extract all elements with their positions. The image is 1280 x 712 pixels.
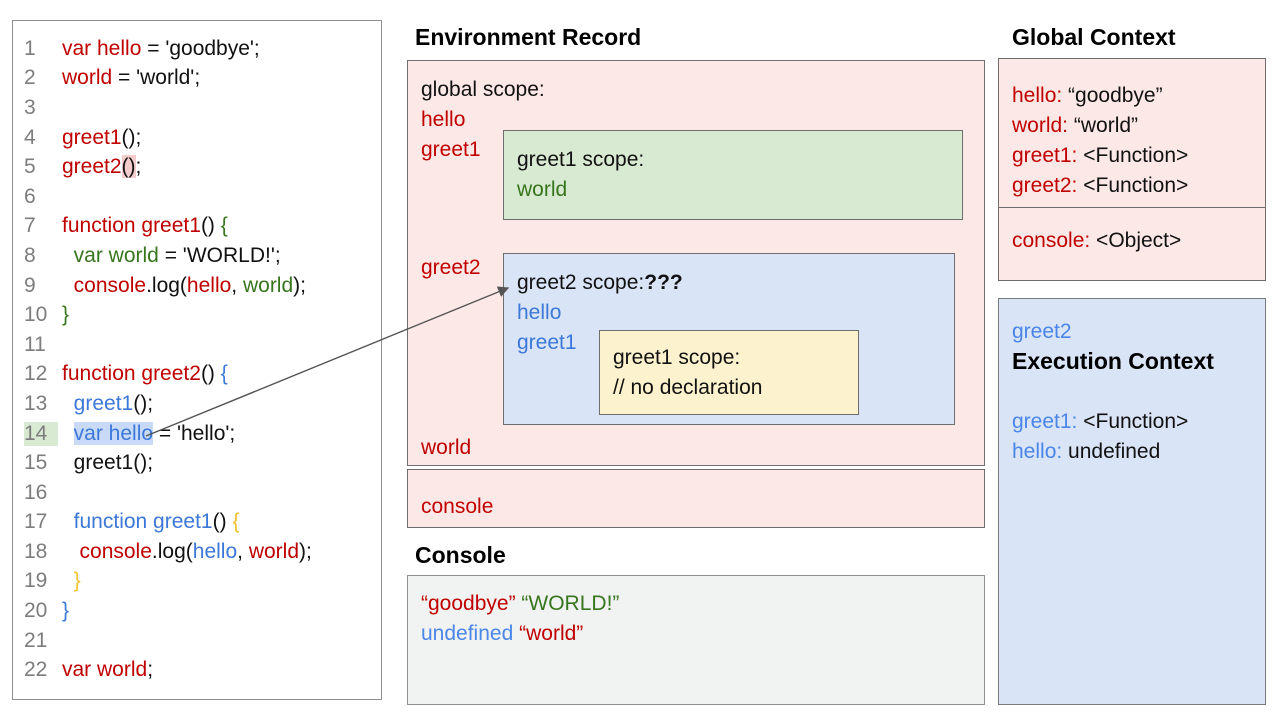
global-context-vars-box: hello: “goodbye” world: “world” greet1: … (998, 58, 1266, 208)
gc-console: console: <Object> (1012, 228, 1182, 252)
code-text: } (73, 569, 81, 593)
code-line-1: 1 var hello = 'goodbye'; (24, 34, 381, 64)
line-number: 13 (24, 391, 48, 415)
line-number: 14 (24, 421, 58, 446)
code-text: greet1(); (62, 125, 142, 149)
execution-context-title: Execution Context (1012, 348, 1214, 374)
code-text: greet1(); (73, 451, 154, 475)
code-line-2: 2 world = 'world'; (24, 64, 381, 94)
line-number: 1 (24, 36, 36, 60)
global-scope-label: global scope: (421, 78, 545, 101)
ec-greet1: greet1: <Function> (1012, 410, 1189, 433)
er-var-world: world (421, 436, 472, 459)
code-line-8: 8 var world = 'WORLD!'; (24, 241, 381, 271)
line-number: 7 (24, 214, 36, 238)
greet2-scope-var-hello: hello (517, 301, 562, 324)
er-var-greet1: greet1 (421, 138, 481, 161)
line-number: 2 (24, 66, 36, 90)
code-line-7: 7 function greet1() { (24, 212, 381, 242)
line-number: 5 (24, 155, 36, 179)
line-number: 21 (24, 628, 48, 652)
code-text: var world; (62, 658, 154, 682)
console-output-box: “goodbye” “WORLD!” undefined “world” (407, 575, 985, 705)
code-line-18: 18 console.log(hello, world); (24, 537, 381, 567)
code-text: console.log(hello, world); (73, 273, 306, 297)
line-number: 20 (24, 599, 48, 623)
er-var-greet2: greet2 (421, 256, 481, 279)
console-output-line-1: “goodbye” “WORLD!” (421, 592, 620, 615)
global-context-title: Global Context (1012, 24, 1176, 50)
greet2-scope-label: greet2 scope:??? (517, 271, 683, 294)
line-number: 6 (24, 184, 36, 208)
code-line-21: 21 (24, 626, 381, 656)
code-line-15: 15 greet1(); (24, 448, 381, 478)
code-text: var hello = 'goodbye'; (62, 36, 260, 60)
code-text: var hello = 'hello'; (73, 421, 236, 445)
code-text: } (62, 599, 70, 623)
line-number: 16 (24, 480, 48, 504)
console-output-line-2: undefined “world” (421, 622, 584, 645)
ec-function-name: greet2 (1012, 320, 1072, 343)
greet2-scope-box: greet2 scope:??? hello greet1 greet1 sco… (503, 253, 955, 425)
code-line-16: 16 (24, 478, 381, 508)
code-line-13: 13 greet1(); (24, 389, 381, 419)
line-number: 11 (24, 332, 46, 356)
code-line-9: 9 console.log(hello, world); (24, 271, 381, 301)
inner-greet1-scope-label: greet1 scope: (613, 346, 741, 369)
code-line-5: 5 greet2(); (24, 152, 381, 182)
greet2-execution-context-box: greet2 Execution Context greet1: <Functi… (998, 298, 1266, 705)
line-number: 9 (24, 273, 36, 297)
no-declaration-comment: // no declaration (613, 376, 763, 399)
inner-greet1-scope-box: greet1 scope: // no declaration (599, 330, 859, 415)
code-line-20: 20} (24, 596, 381, 626)
line-number: 19 (24, 569, 48, 593)
er-console-box: console (407, 469, 985, 528)
code-line-14: 14 var hello = 'hello'; (24, 419, 381, 449)
greet1-scope-label: greet1 scope: (517, 148, 645, 171)
greet2-scope-var-greet1: greet1 (517, 331, 577, 354)
er-var-console: console (421, 495, 494, 518)
gc-greet1: greet1: <Function> (1012, 144, 1189, 167)
environment-record-title: Environment Record (415, 24, 642, 50)
code-line-19: 19 } (24, 567, 381, 597)
line-number: 15 (24, 451, 48, 475)
code-text: greet2(); (62, 155, 142, 179)
code-line-11: 11 (24, 330, 381, 360)
line-number: 4 (24, 125, 36, 149)
gc-hello: hello: “goodbye” (1012, 84, 1163, 107)
code-line-6: 6 (24, 182, 381, 212)
line-number: 12 (24, 362, 48, 386)
line-number: 22 (24, 658, 48, 682)
ec-hello: hello: undefined (1012, 440, 1161, 463)
er-var-hello: hello (421, 108, 466, 131)
code-text: greet1(); (73, 391, 154, 415)
code-line-10: 10} (24, 300, 381, 330)
console-title: Console (415, 542, 506, 568)
line-number: 8 (24, 243, 36, 267)
code-editor-panel: 1 var hello = 'goodbye'; 2 world = 'world';… (12, 20, 382, 700)
code-line-4: 4 greet1(); (24, 123, 381, 153)
global-context-console-box: console: <Object> (998, 206, 1266, 281)
gc-world: world: “world” (1012, 114, 1139, 137)
code-line-22: 22 var world; (24, 655, 381, 685)
line-number: 17 (24, 510, 48, 534)
code-text: } (62, 303, 70, 327)
code-line-12: 12 function greet2() { (24, 360, 381, 390)
greet1-scope-box: greet1 scope: world (503, 130, 963, 220)
greet1-scope-var-world: world (517, 178, 568, 201)
line-number: 3 (24, 95, 36, 119)
code-line-3: 3 (24, 93, 381, 123)
gc-greet2: greet2: <Function> (1012, 174, 1189, 197)
environment-record-box: global scope: hello greet1 greet2 world … (407, 60, 985, 466)
code-text: function greet1() { (73, 510, 240, 534)
code-text: function greet1() { (62, 214, 228, 238)
code-line-17: 17 function greet1() { (24, 508, 381, 538)
code-text: console.log(hello, world); (79, 539, 312, 563)
code-text: function greet2() { (62, 362, 228, 386)
code-text: var world = 'WORLD!'; (73, 243, 281, 267)
line-number: 18 (24, 539, 48, 563)
line-number: 10 (24, 303, 48, 327)
code-text: world = 'world'; (62, 66, 201, 90)
